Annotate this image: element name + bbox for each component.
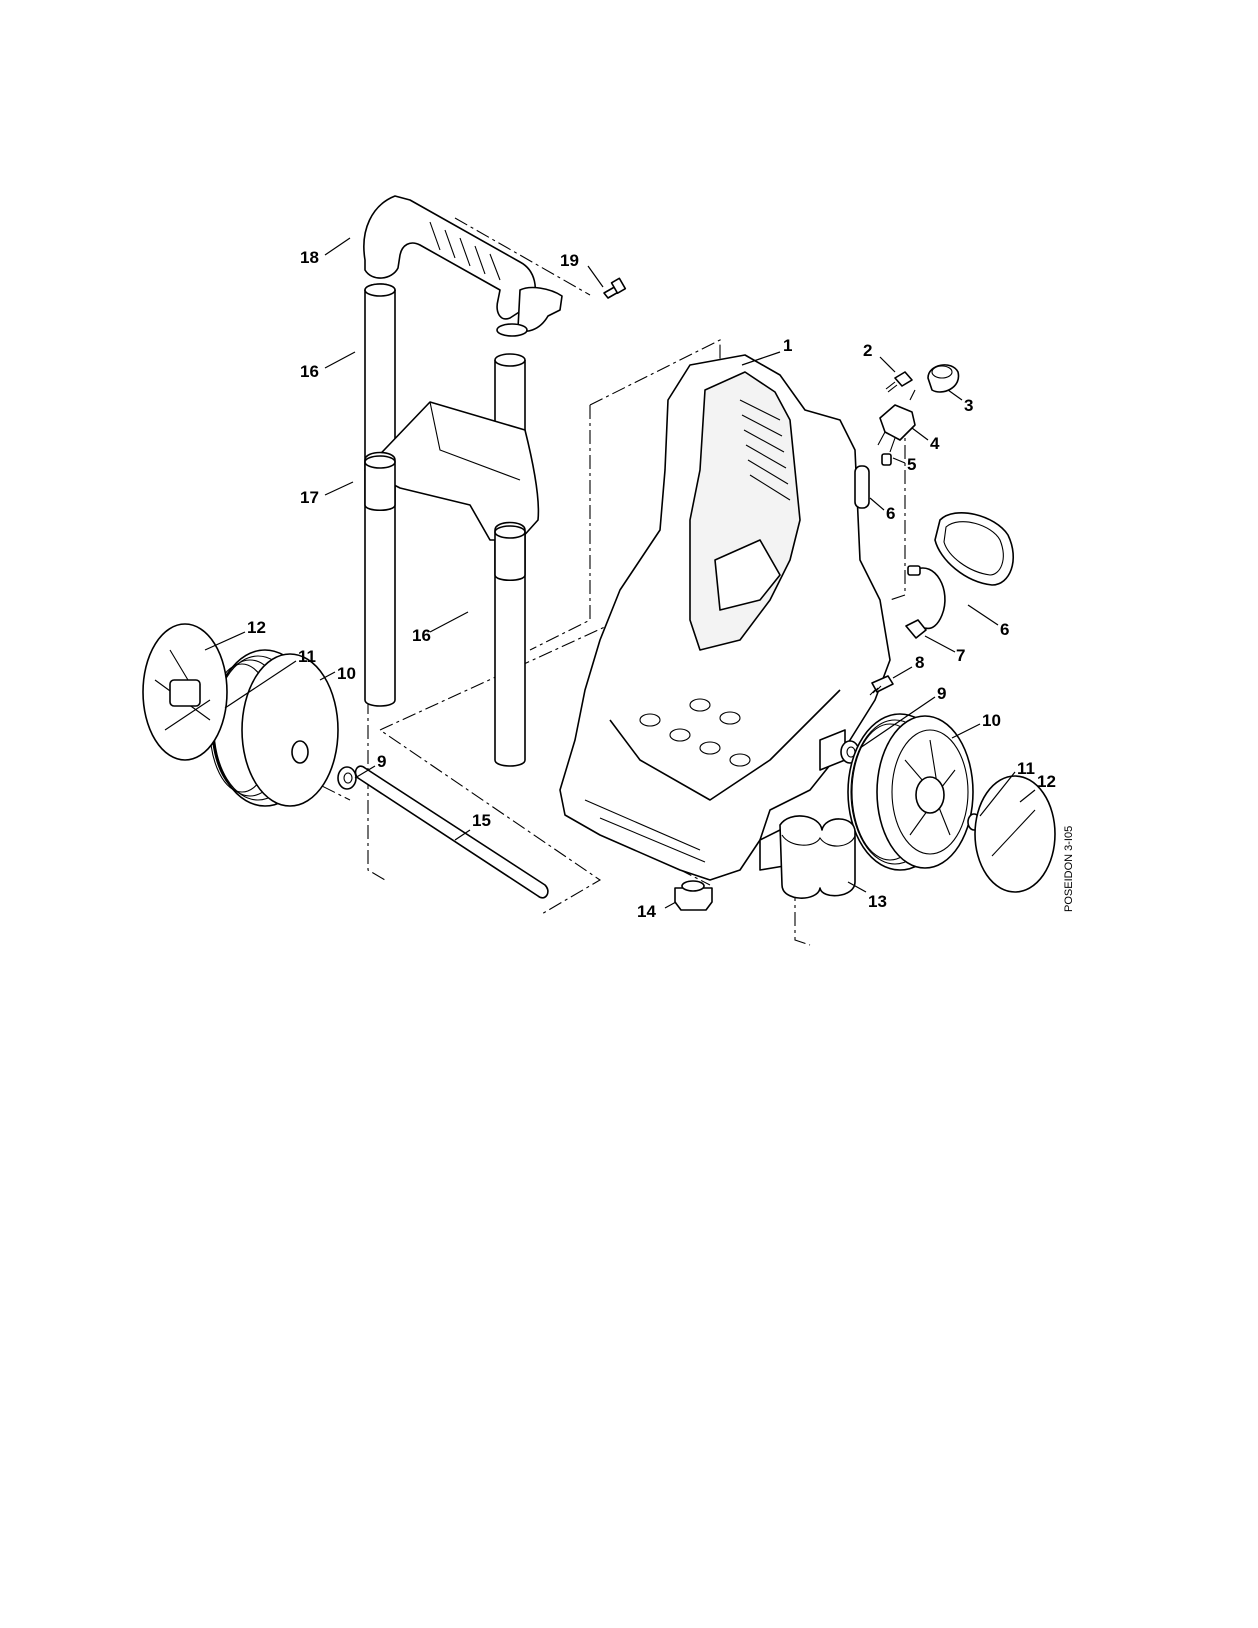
callout-14: 14 [637, 902, 656, 921]
callout-6-loop: 6 [1000, 620, 1009, 639]
accessory-tray [364, 401, 540, 582]
callout-6-short: 6 [886, 504, 895, 523]
callout-18: 18 [300, 248, 319, 267]
drawing-reference-stamp: POSEIDON 3-I05 [1063, 826, 1075, 912]
callout-13: 13 [868, 892, 887, 911]
callout-15: 15 [472, 811, 491, 830]
callout-2: 2 [863, 341, 872, 360]
callout-9-left: 9 [377, 752, 386, 771]
washer-9-left [337, 766, 357, 790]
plug-7 [905, 619, 927, 639]
callout-1: 1 [783, 336, 792, 355]
callout-3: 3 [964, 396, 973, 415]
hubcap-12-left [142, 623, 228, 761]
main-frame [559, 354, 891, 881]
callout-5: 5 [907, 455, 916, 474]
wheel-10-left [209, 649, 339, 807]
hose-6-short [854, 465, 870, 509]
callout-11-right: 11 [1017, 759, 1035, 778]
cap-5 [881, 453, 892, 466]
leader-lines [204, 237, 1036, 909]
axle-15 [354, 765, 549, 899]
callout-12-left: 12 [247, 618, 266, 637]
wheel-10-right [847, 713, 974, 871]
callout-4: 4 [930, 434, 940, 453]
knob-3 [927, 364, 960, 393]
callout-10-right: 10 [982, 711, 1001, 730]
callout-12-right: 12 [1037, 772, 1056, 791]
foot-14 [674, 880, 713, 911]
callout-8: 8 [915, 653, 924, 672]
holder-13 [779, 815, 856, 899]
callout-9-right: 9 [937, 684, 946, 703]
screw-8 [869, 675, 894, 696]
callout-16-right: 16 [412, 626, 431, 645]
hose-6-loop [907, 512, 1014, 630]
callout-11-left: 11 [298, 647, 316, 666]
callout-labels: 1 2 3 4 5 6 6 7 8 9 9 10 10 11 11 12 12 … [247, 248, 1056, 921]
callout-16-left: 16 [300, 362, 319, 381]
screw-19 [603, 277, 627, 299]
callout-19: 19 [560, 251, 579, 270]
valve-4 [877, 389, 916, 453]
hubcap-12-right [974, 775, 1056, 893]
screw-2 [885, 371, 913, 393]
callout-7: 7 [956, 646, 965, 665]
callout-10-left: 10 [337, 664, 356, 683]
callout-17: 17 [300, 488, 319, 507]
